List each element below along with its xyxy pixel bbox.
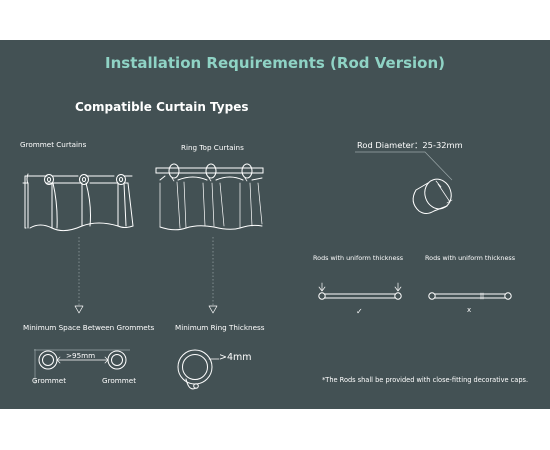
rod-uniform-wrong — [428, 292, 512, 300]
wrong-mark: x — [467, 306, 472, 314]
correct-mark: ✓ — [356, 307, 363, 316]
ring-top-curtain-illustration — [155, 163, 264, 231]
ring-top-curtains-label: Ring Top Curtains — [181, 143, 244, 152]
grommet-space-value: >95mm — [66, 351, 96, 360]
uniform-label-left: Rods with uniform thickness — [313, 254, 404, 262]
uniform-label-right: Rods with uniform thickness — [425, 254, 516, 262]
rod-diameter-illustration — [355, 151, 453, 214]
ring-thickness-label: Minimum Ring Thickness — [175, 323, 265, 332]
grommet-curtains-label: Grommet Curtains — [20, 140, 87, 149]
ring-thickness-diagram — [177, 349, 220, 390]
ring-thickness-value: >4mm — [219, 352, 252, 363]
grommet-left-label: Grommet — [32, 376, 67, 385]
grommet-right-label: Grommet — [102, 376, 137, 385]
rod-uniform-correct — [318, 282, 402, 300]
grommet-arrow — [74, 237, 84, 314]
grommet-spacing-diagram — [34, 349, 130, 384]
section-title: Compatible Curtain Types — [75, 100, 249, 114]
grommet-space-label: Minimum Space Between Grommets — [23, 323, 155, 332]
rod-diameter-label: Rod Diameter：25-32mm — [357, 140, 463, 150]
ring-arrow — [208, 237, 218, 314]
installation-diagram — [22, 151, 512, 390]
installation-panel: Installation Requirements (Rod Version) … — [0, 40, 550, 409]
rod-cap-note: *The Rods shall be provided with close-f… — [322, 376, 529, 384]
grommet-curtain-illustration — [22, 173, 134, 232]
page-title: Installation Requirements (Rod Version) — [105, 54, 445, 72]
